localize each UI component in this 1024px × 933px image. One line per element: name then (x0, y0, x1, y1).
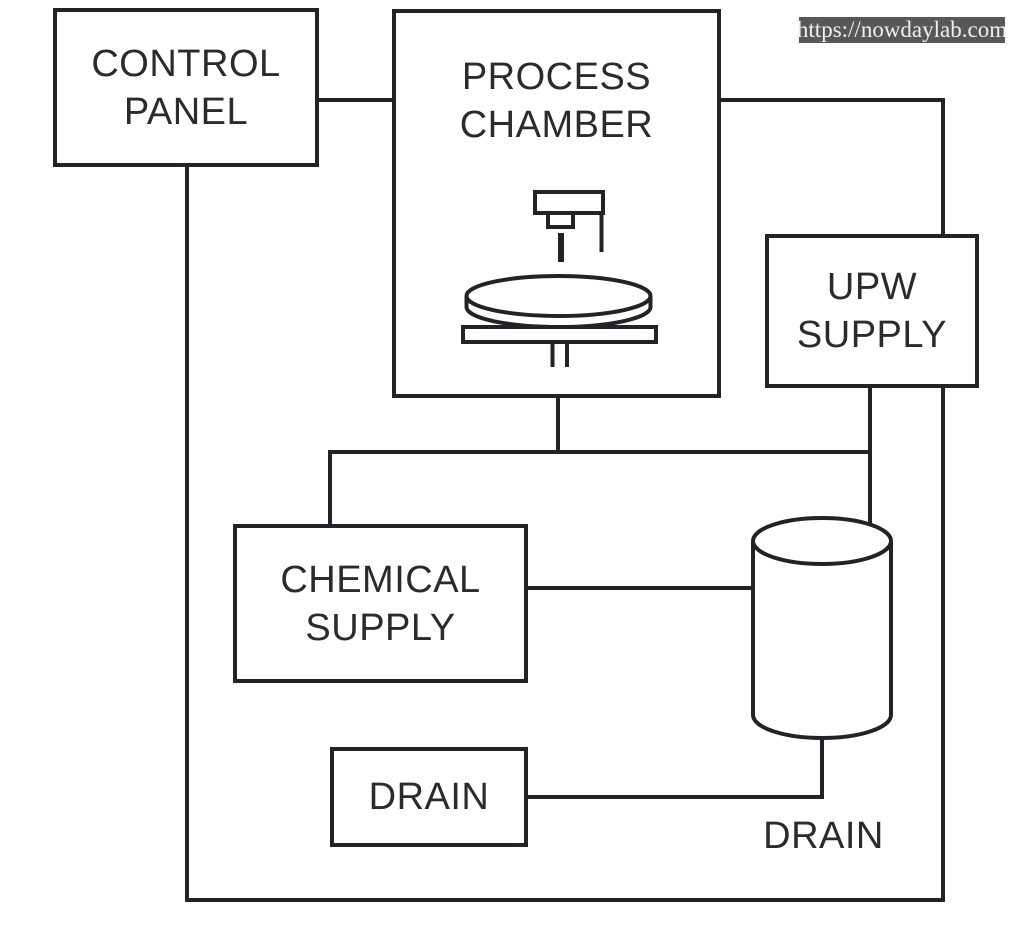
upw-supply-label-line2: SUPPLY (796, 314, 948, 356)
process-chamber-box: PROCESS CHAMBER (392, 9, 721, 398)
control-panel-label-line2: PANEL (123, 90, 249, 133)
chemical-supply-label-line1: CHEMICAL (280, 558, 481, 601)
control-panel-box: CONTROL PANEL (53, 8, 319, 167)
upw-supply-box: UPW SUPPLY (765, 234, 979, 388)
link-process-chamber-to-right-frame (720, 98, 945, 234)
link-right-frame-to-control-panel (185, 167, 945, 902)
tank-cylinder-icon (751, 516, 893, 740)
process-chamber-label-line1: PROCESS (461, 56, 652, 98)
link-manifold-to-chemical-supply (328, 450, 870, 525)
chemical-supply-label-line2: SUPPLY (305, 606, 456, 649)
chemical-supply-box: CHEMICAL SUPPLY (233, 524, 528, 683)
tank-body-fill (753, 541, 891, 738)
tank-top-ellipse (751, 516, 893, 566)
process-chamber-label-line2: CHAMBER (459, 104, 654, 146)
connector-lines (185, 98, 945, 902)
watermark: https://nowdaylab.com (796, 17, 1008, 43)
drain-box-label: DRAIN (368, 776, 490, 818)
watermark-url-text: https://nowdaylab.com (796, 17, 1008, 42)
drain-outlet-label: DRAIN (763, 815, 884, 857)
drain-box: DRAIN (330, 747, 528, 847)
tank-body-outline (751, 541, 893, 740)
upw-supply-label-line1: UPW (826, 266, 918, 308)
link-tank-to-drain-box (527, 740, 824, 799)
control-panel-label-line1: CONTROL (91, 42, 281, 85)
